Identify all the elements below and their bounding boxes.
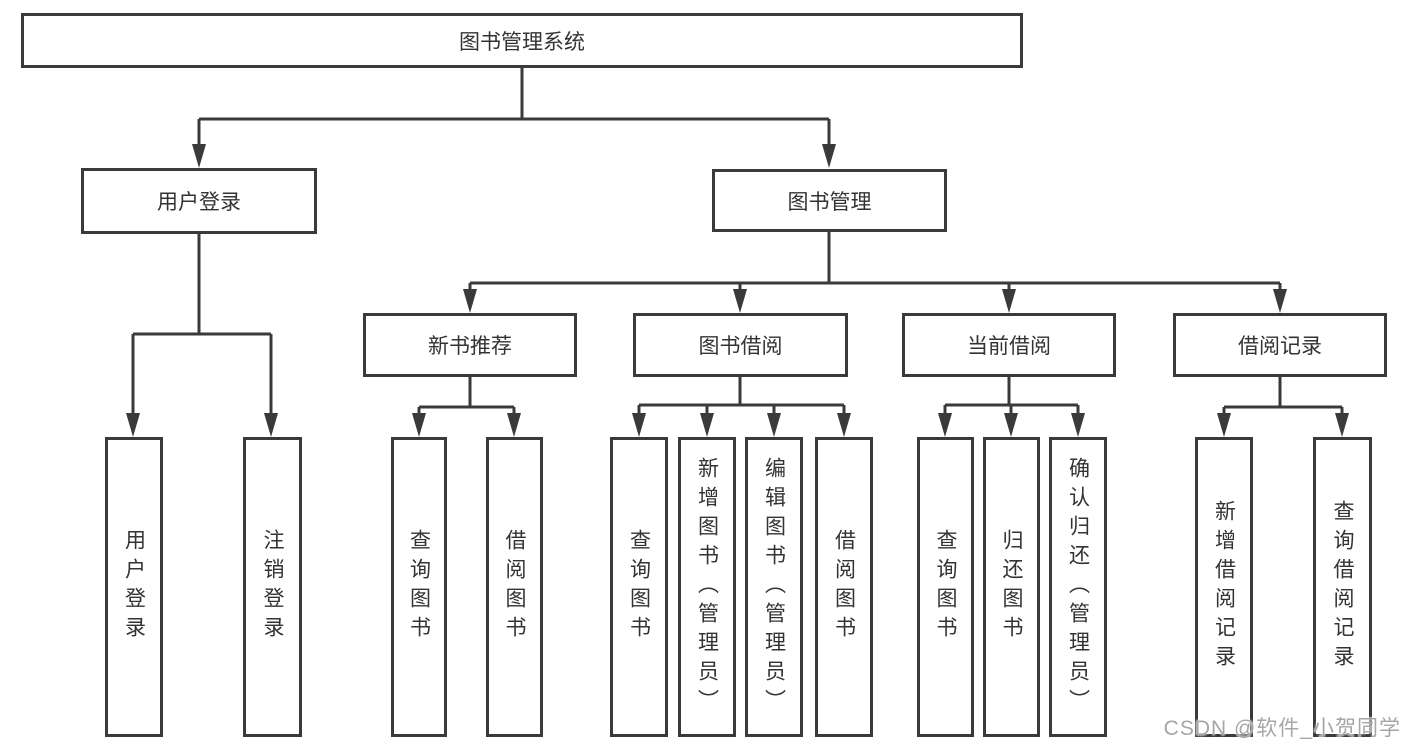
leaf-label: 新增图书（管理员） (695, 456, 719, 718)
csdn-watermark: CSDN @软件_小贺同学 (1163, 717, 1401, 740)
leaf-confirm-return-admin: 确认归还（管理员） (1049, 437, 1107, 737)
leaf-label: 查询借阅记录 (1331, 500, 1354, 674)
leaf-return-books: 归还图书 (983, 437, 1040, 737)
leaf-add-borrow-record: 新增借阅记录 (1195, 437, 1253, 737)
leaf-label: 用户登录 (122, 529, 146, 645)
node-current-borrow: 当前借阅 (902, 313, 1116, 377)
leaf-logout: 注销登录 (243, 437, 302, 737)
node-label: 图书借阅 (698, 335, 783, 358)
node-label: 图书管理系统 (459, 30, 585, 54)
node-book-management-branch: 图书管理 (712, 169, 947, 232)
leaf-query-books-1: 查询图书 (391, 437, 447, 737)
arrowheads (126, 144, 1349, 437)
leaf-edit-books-admin: 编辑图书（管理员） (745, 437, 803, 737)
leaf-label: 注销登录 (261, 529, 284, 645)
leaf-borrow-books-2: 借阅图书 (815, 437, 873, 737)
node-root-system: 图书管理系统 (21, 13, 1023, 68)
leaf-label: 归还图书 (1000, 529, 1023, 645)
leaf-user-login: 用户登录 (105, 437, 163, 737)
node-label: 用户登录 (157, 191, 241, 214)
leaf-label: 查询图书 (407, 529, 431, 645)
leaf-label: 借阅图书 (832, 529, 856, 645)
node-user-login-branch: 用户登录 (81, 168, 317, 234)
leaf-query-borrow-record: 查询借阅记录 (1313, 437, 1372, 737)
leaf-label: 借阅图书 (503, 529, 526, 645)
leaf-borrow-books-1: 借阅图书 (486, 437, 543, 737)
node-label: 借阅记录 (1238, 335, 1322, 358)
leaf-add-books-admin: 新增图书（管理员） (678, 437, 736, 737)
leaf-label: 确认归还（管理员） (1066, 456, 1090, 718)
node-label: 图书管理 (787, 190, 872, 214)
node-label: 新书推荐 (428, 335, 512, 358)
leaf-label: 新增借阅记录 (1212, 500, 1236, 674)
leaf-query-books-2: 查询图书 (610, 437, 668, 737)
node-new-book-recommend: 新书推荐 (363, 313, 577, 377)
leaf-label: 查询图书 (934, 529, 957, 645)
leaf-query-books-3: 查询图书 (917, 437, 974, 737)
node-borrow-records: 借阅记录 (1173, 313, 1387, 377)
connector-paths (131, 68, 1344, 416)
leaf-label: 编辑图书（管理员） (762, 456, 786, 718)
node-label: 当前借阅 (967, 335, 1051, 358)
node-book-borrow: 图书借阅 (633, 313, 848, 377)
leaf-label: 查询图书 (627, 529, 651, 645)
